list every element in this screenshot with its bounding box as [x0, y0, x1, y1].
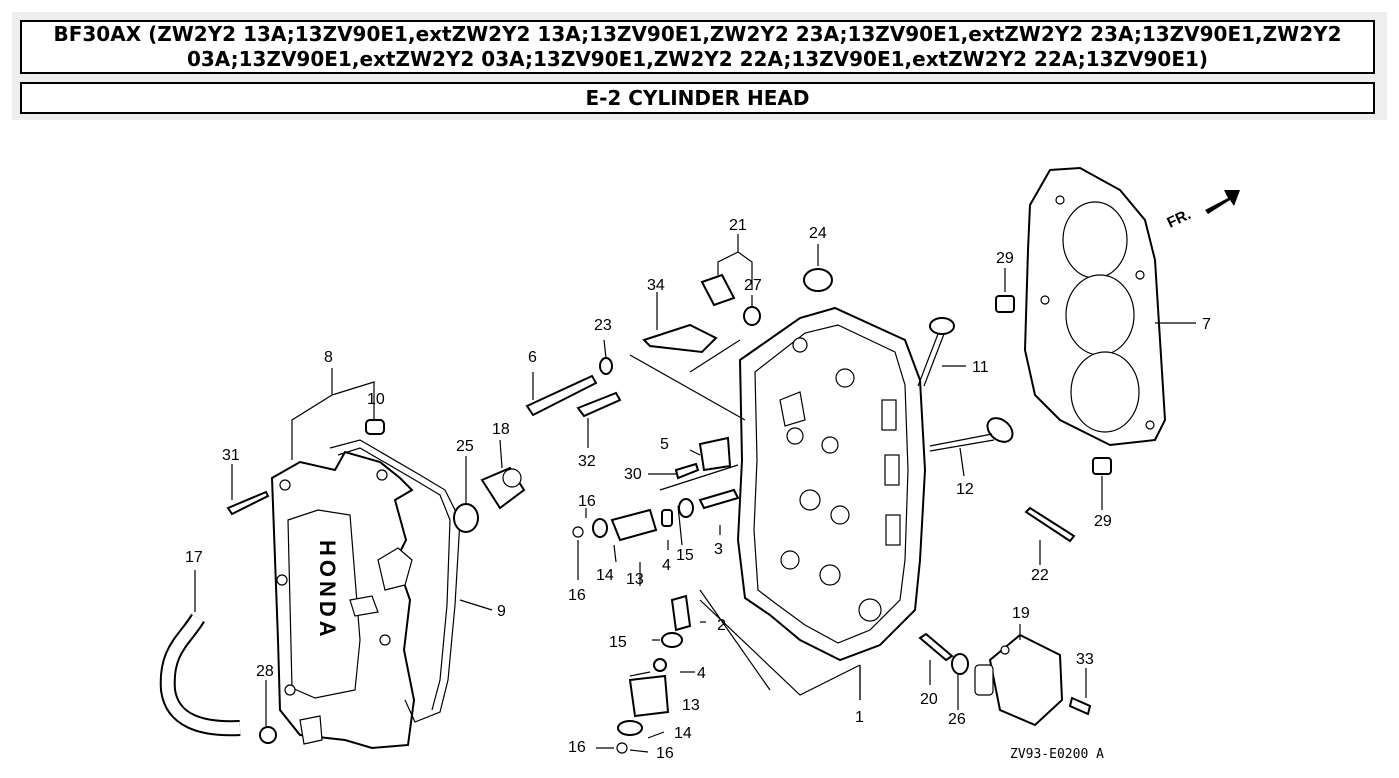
valve-exhaust[interactable] [929, 413, 1017, 452]
cylinder-head[interactable] [736, 306, 927, 662]
callout-13: 13 [626, 571, 644, 588]
retaining-plate[interactable] [698, 436, 732, 472]
callout-18: 18 [492, 421, 510, 438]
callout-34: 34 [647, 277, 665, 294]
sensor-washer[interactable] [743, 306, 761, 326]
callout-25: 25 [456, 438, 474, 455]
callout-30: 30 [624, 466, 642, 483]
plate-bolt[interactable] [674, 462, 700, 480]
callout-24: 24 [809, 225, 827, 242]
tube-clamp[interactable] [259, 726, 277, 744]
figure-code: ZV93-E0200 A [1010, 747, 1104, 762]
callout-5: 5 [660, 436, 669, 453]
callout-27: 27 [744, 277, 762, 294]
cylinder-head-cover[interactable]: HONDA [270, 450, 416, 750]
callout-22: 22 [1031, 567, 1049, 584]
oil-filler-cap[interactable] [480, 466, 526, 510]
pump-gasket[interactable] [951, 653, 969, 675]
valve-guide[interactable] [698, 488, 740, 510]
cover-bolt[interactable] [226, 490, 270, 516]
bolt-washer[interactable] [599, 357, 613, 375]
dowel-pin-lower[interactable] [1092, 457, 1112, 475]
callout-20: 20 [920, 691, 938, 708]
dowel-pin-upper[interactable] [995, 295, 1015, 313]
callout-16-a: 16 [578, 493, 596, 510]
front-direction-arrow: FR. [1165, 190, 1240, 232]
pump-bolt[interactable] [1068, 696, 1092, 716]
callout-16-c: 16 [568, 739, 586, 756]
callout-16-d: 16 [656, 745, 674, 762]
callout-28: 28 [256, 663, 274, 680]
oil-seal[interactable] [803, 268, 833, 292]
callout-33: 33 [1076, 651, 1094, 668]
pump-rod[interactable] [918, 632, 954, 662]
callout-14: 14 [596, 567, 614, 584]
callout-15: 15 [676, 547, 694, 564]
section-title: E-2 CYLINDER HEAD [20, 82, 1375, 114]
callout-26: 26 [948, 711, 966, 728]
callout-9: 9 [497, 603, 506, 620]
spark-plug[interactable] [642, 323, 718, 354]
header-panel: BF30AX (ZW2Y2 13A;13ZV90E1,extZW2Y2 13A;… [12, 12, 1387, 120]
thermo-sensor[interactable] [700, 273, 736, 307]
callout-14-lower: 14 [674, 725, 692, 742]
callout-31: 31 [222, 447, 240, 464]
callout-11: 11 [972, 359, 989, 376]
callout-17: 17 [185, 549, 203, 566]
callout-19: 19 [1012, 605, 1030, 622]
callout-12: 12 [956, 481, 974, 498]
callout-4-upper: 4 [662, 557, 671, 574]
callout-1: 1 [855, 709, 864, 726]
direction-label: FR. [1165, 206, 1194, 232]
valve-spring-set-upper[interactable] [572, 498, 694, 542]
callout-16-b: 16 [568, 587, 586, 604]
leader-lines [194, 234, 1196, 753]
valve-intake[interactable] [917, 317, 955, 387]
callout-3: 3 [714, 541, 723, 558]
cover-collar[interactable] [365, 419, 385, 435]
head-bolt-short[interactable] [576, 391, 622, 418]
stud-bolt[interactable] [1024, 506, 1076, 543]
cover-gasket [329, 439, 461, 723]
valve-spring-set-lower[interactable] [616, 594, 692, 754]
head-gasket[interactable] [1023, 166, 1167, 447]
head-bolt[interactable] [525, 374, 598, 417]
callout-29-upper: 29 [996, 250, 1014, 267]
callout-labels: 1 2 3 4 4 5 6 7 8 9 10 11 12 13 13 14 14… [185, 217, 1211, 762]
callout-29-lower: 29 [1094, 513, 1112, 530]
cover-logo: HONDA [315, 540, 340, 641]
callout-7: 7 [1202, 316, 1211, 333]
callout-15-lower: 15 [609, 634, 627, 651]
callout-10: 10 [367, 391, 385, 408]
oil-filler-o-ring[interactable] [453, 503, 479, 533]
callout-4: 4 [697, 665, 706, 682]
page-title: BF30AX (ZW2Y2 13A;13ZV90E1,extZW2Y2 13A;… [20, 20, 1375, 74]
callout-23: 23 [594, 317, 612, 334]
callout-8: 8 [324, 349, 333, 366]
callout-13-lower: 13 [682, 697, 700, 714]
callout-32: 32 [578, 453, 596, 470]
fuel-pump[interactable] [974, 633, 1064, 727]
callout-21: 21 [729, 217, 747, 234]
callout-6: 6 [528, 349, 537, 366]
callout-2: 2 [717, 617, 726, 634]
